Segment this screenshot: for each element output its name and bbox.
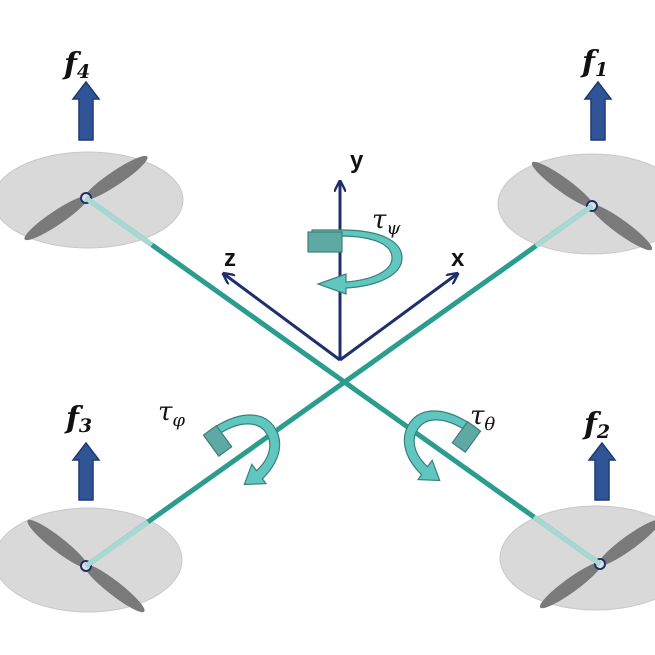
coordinate-axes: y z x [224,147,465,362]
x-axis-label: x [451,245,465,272]
force-4-label: f4 [62,47,90,83]
pitch-torque-icon [403,410,482,482]
roll-torque-label: τφ [158,397,185,431]
up-arrow-icon [587,441,617,501]
pitch-torque-label: τθ [470,401,495,435]
force-2-label: f2 [582,407,610,443]
up-arrow-icon [71,80,101,141]
force-2: f2 [582,407,617,501]
yaw-torque-icon [307,229,403,295]
force-4: f4 [62,47,101,141]
frame-arms [84,195,602,569]
z-axis-arrow [224,274,341,362]
force-3-label: f3 [64,401,92,437]
yaw-torque-label: τψ [372,205,401,239]
roll-torque-icon [202,414,281,486]
y-axis-label: y [350,147,364,174]
rotor-1 [497,153,655,255]
rotor-2 [499,505,655,611]
force-1: f1 [580,45,613,141]
z-axis-label: z [224,245,236,272]
force-3: f3 [64,401,101,501]
x-axis-arrow [339,274,457,362]
rotor-disk [499,505,655,611]
arm-1-3 [84,203,594,569]
force-1-label: f1 [580,45,608,81]
up-arrow-icon [71,441,101,501]
up-arrow-icon [583,80,613,141]
